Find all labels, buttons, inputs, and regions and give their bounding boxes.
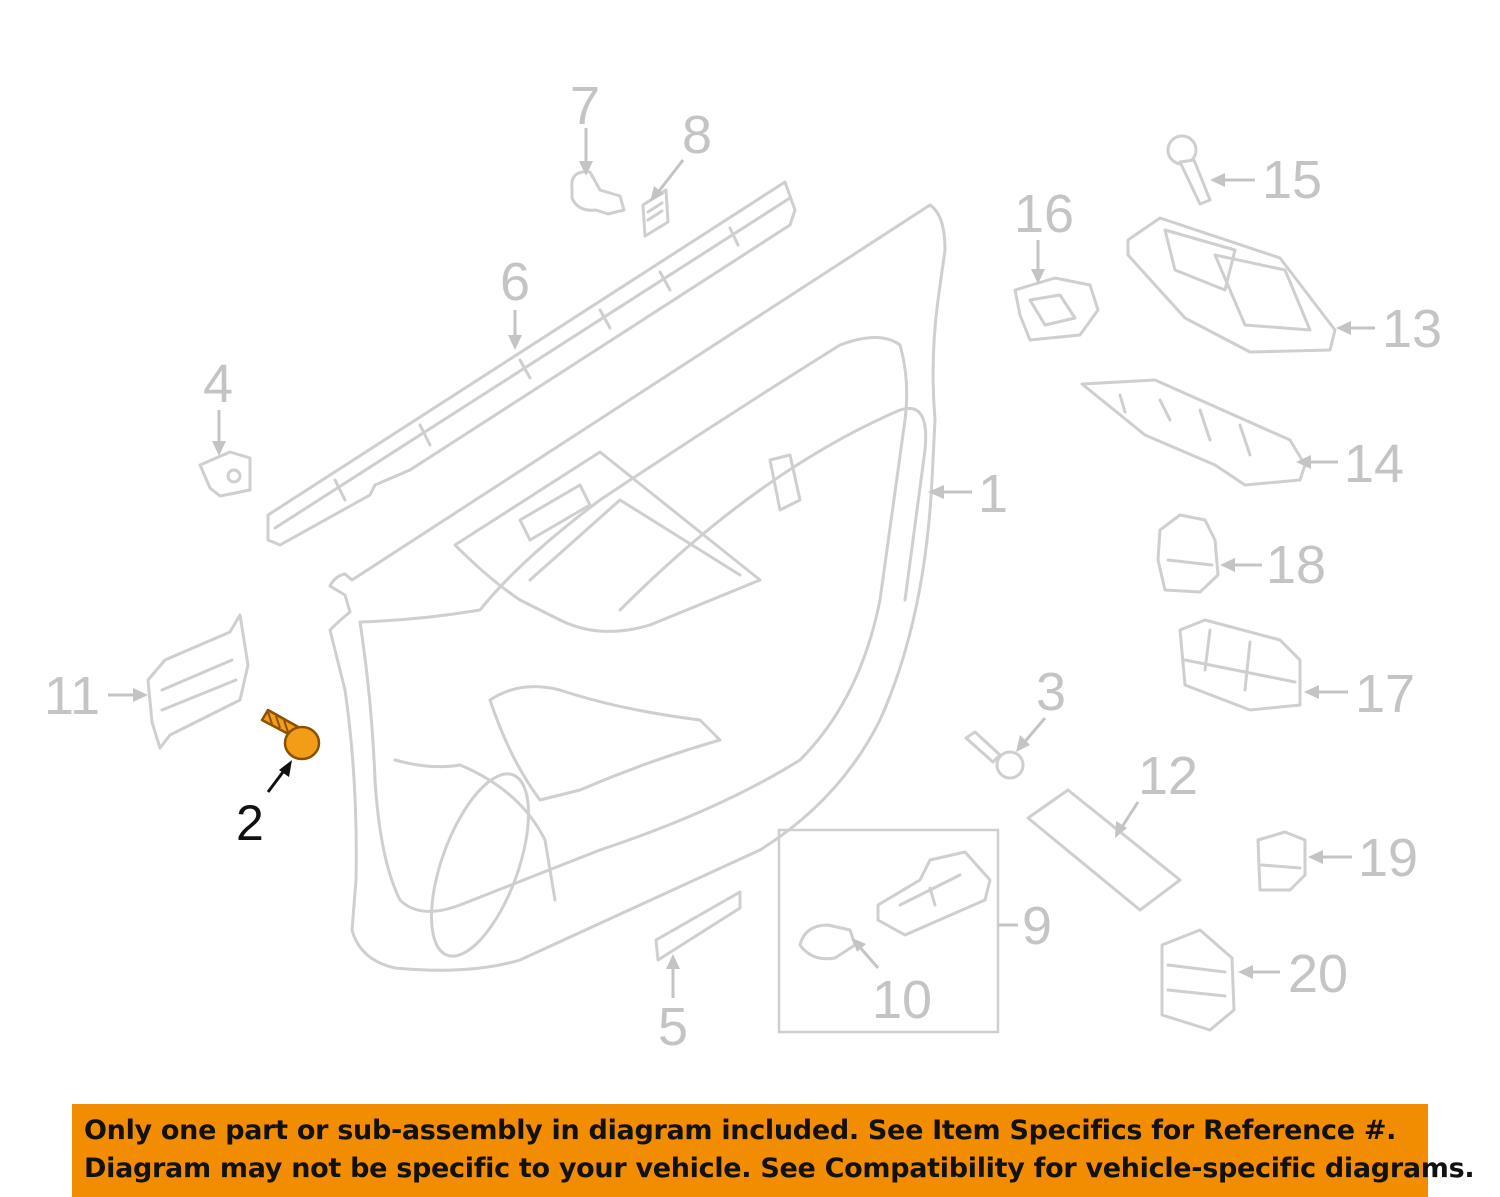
part-17-switch bbox=[1178, 618, 1302, 712]
part-8-pad bbox=[641, 188, 670, 238]
part-18-switch bbox=[1156, 513, 1220, 594]
part-7-clip bbox=[570, 170, 626, 216]
callout-labels: 1 3 4 5 6 7 8 9 10 11 12 13 14 15 16 17 … bbox=[44, 76, 1442, 1057]
part-2-screw bbox=[260, 708, 321, 761]
part-5-pad bbox=[654, 890, 742, 962]
parts-diagram: 1 3 4 5 6 7 8 9 10 11 12 13 14 15 16 17 … bbox=[44, 76, 1442, 1057]
disclaimer-line-2: Diagram may not be specific to your vehi… bbox=[84, 1153, 1475, 1184]
part-16-switch bbox=[1013, 276, 1100, 342]
callout-9: 9 bbox=[1022, 896, 1052, 956]
part-11-handle-bezel bbox=[146, 613, 250, 750]
part-1-door-panel bbox=[328, 203, 947, 972]
callout-6: 6 bbox=[500, 252, 530, 312]
callout-11: 11 bbox=[44, 666, 100, 726]
callout-10: 10 bbox=[872, 970, 932, 1030]
callout-18: 18 bbox=[1266, 535, 1326, 595]
callout-17: 17 bbox=[1355, 664, 1415, 724]
part-19-switch bbox=[1256, 830, 1307, 892]
callout-1: 1 bbox=[978, 464, 1008, 524]
callout-19: 19 bbox=[1358, 828, 1418, 888]
part-20-switch bbox=[1160, 928, 1236, 1032]
part-9-lamp-assembly bbox=[777, 828, 1000, 1034]
part-15-screw bbox=[1166, 134, 1212, 206]
callout-4: 4 bbox=[203, 354, 233, 414]
callout-2: 2 bbox=[236, 795, 264, 851]
disclaimer-line-1: Only one part or sub-assembly in diagram… bbox=[84, 1115, 1397, 1146]
callout-13: 13 bbox=[1382, 299, 1442, 359]
callout-12: 12 bbox=[1138, 746, 1198, 806]
callout-3: 3 bbox=[1036, 662, 1066, 722]
part-12-pad bbox=[1026, 788, 1182, 912]
leader-lines bbox=[108, 128, 1375, 998]
callout-5: 5 bbox=[658, 997, 688, 1057]
callout-7: 7 bbox=[570, 76, 600, 136]
callout-20: 20 bbox=[1288, 944, 1348, 1004]
part-14-switch-panel bbox=[1080, 378, 1307, 487]
leader-part-2 bbox=[266, 760, 292, 793]
disclaimer-banner: Only one part or sub-assembly in diagram… bbox=[72, 1104, 1475, 1197]
part-13-switch-bezel bbox=[1126, 216, 1337, 354]
part-4-clip bbox=[198, 450, 252, 498]
part-3-screw bbox=[964, 730, 1025, 780]
part-6-weatherstrip bbox=[266, 180, 797, 547]
callout-15: 15 bbox=[1262, 150, 1322, 210]
callout-8: 8 bbox=[682, 105, 712, 165]
callout-14: 14 bbox=[1344, 434, 1404, 494]
callout-16: 16 bbox=[1014, 184, 1074, 244]
